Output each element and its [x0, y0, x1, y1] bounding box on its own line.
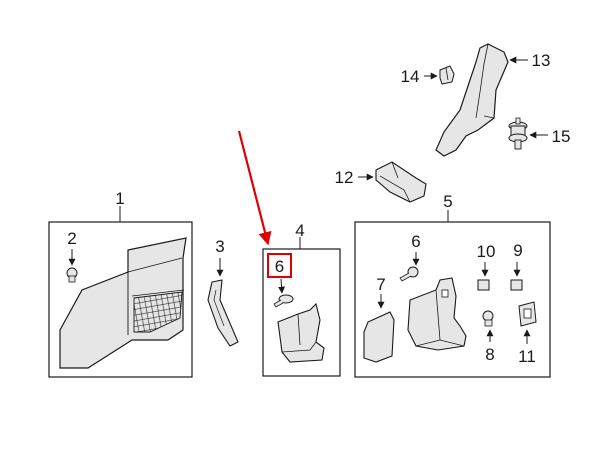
trim-strip-3-part [207, 279, 239, 347]
callout-1: 1 [115, 189, 124, 208]
screw-2-part [66, 267, 78, 283]
cover-7-part [363, 311, 395, 363]
group-5: 5 6 7 10 9 8 [354, 192, 551, 378]
callout-6: 6 [411, 232, 420, 251]
callout-3: 3 [215, 237, 224, 256]
callout-10: 10 [477, 242, 496, 261]
callout-12: 12 [335, 168, 354, 187]
callout-7: 7 [376, 275, 385, 294]
screw-6b-part [399, 266, 419, 282]
group-4: 4 6 [262, 221, 341, 377]
callout-8: 8 [485, 345, 494, 364]
callout-15: 15 [552, 127, 571, 146]
part-3: 3 [207, 237, 239, 347]
part-15: 15 [508, 117, 571, 150]
trim-panel-1-part [59, 237, 187, 369]
callout-11: 11 [518, 347, 536, 366]
part-13: 13 [435, 43, 551, 157]
trim-5-part [407, 277, 467, 351]
clip-9-part [510, 279, 523, 291]
red-pointer-arrow [237, 130, 272, 246]
fastener-15-part [508, 117, 528, 150]
highlight-box [267, 253, 292, 278]
callout-14: 14 [401, 67, 420, 86]
bracket-12-part [375, 161, 427, 203]
callout-4: 4 [295, 221, 304, 240]
callout-2: 2 [67, 229, 76, 248]
callout-6-highlighted: 6 [275, 257, 284, 276]
callout-13: 13 [532, 51, 551, 70]
clip-10-part [477, 279, 490, 291]
group-5-box [354, 221, 551, 378]
clip-8-part [482, 310, 494, 327]
screw-6a-part [273, 294, 294, 308]
group-4-box [262, 248, 341, 377]
trim-piece-4-part [277, 302, 325, 363]
callout-9: 9 [513, 241, 522, 260]
group-1: 1 2 [48, 189, 193, 378]
part-12: 12 [335, 161, 427, 203]
part-14: 14 [401, 65, 455, 86]
clip-11-part [518, 301, 537, 327]
pillar-trim-13-part [435, 43, 509, 157]
clip-14-part [439, 65, 455, 85]
callout-6a-arrow [278, 278, 286, 294]
callout-5: 5 [443, 192, 452, 211]
